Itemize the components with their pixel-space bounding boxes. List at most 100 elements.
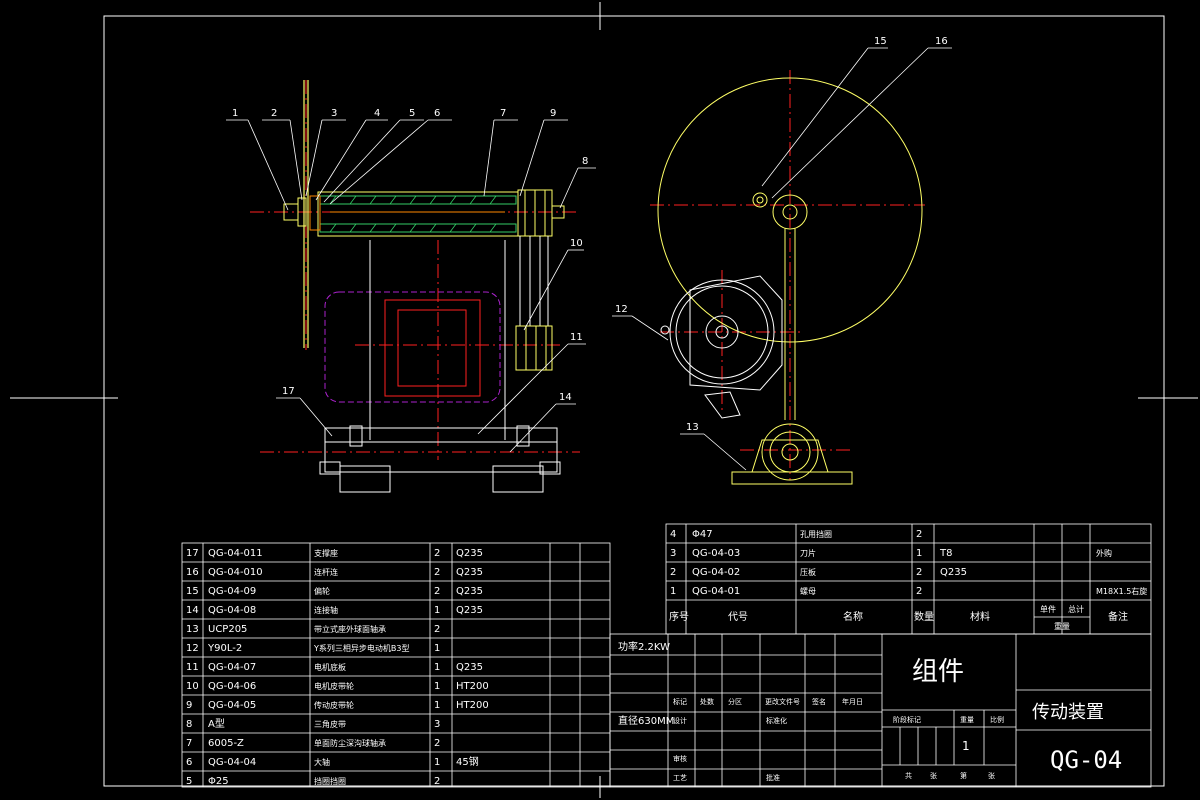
bom-left-qty: 1 [434, 662, 440, 673]
bom-left-mat: Q235 [456, 567, 483, 578]
bom-left-name: Y系列三相异步电动机B3型 [313, 643, 409, 653]
bom-left-no: 11 [186, 662, 199, 673]
bom-left-name: 支撑座 [314, 548, 338, 558]
base-frame [319, 425, 561, 493]
bom-left-code: QG-04-010 [208, 567, 263, 578]
bom-left-qty: 2 [434, 548, 440, 559]
lbl-sheet-no: 第 [960, 771, 967, 780]
shaft-housing [317, 191, 519, 237]
hdr-weight: 重量 [1054, 621, 1070, 631]
bom-left-code: Y90L-2 [207, 643, 242, 654]
lbl-sheet-unit2: 张 [988, 771, 995, 780]
remark-diameter: 直径630MM [618, 714, 674, 727]
drawing-title: 传动装置 [1032, 702, 1104, 723]
bom-left-mat: Q235 [456, 548, 483, 559]
leader-lines [226, 47, 952, 471]
balloon-16: 16 [935, 36, 948, 47]
bom-left-no: 16 [186, 567, 199, 578]
bom-left-no: 15 [186, 586, 199, 597]
bom-left-qty: 1 [434, 643, 440, 654]
eccentric-wheel [752, 192, 808, 420]
lbl-count: 处数 [700, 697, 714, 706]
bom-left-code: QG-04-09 [208, 586, 256, 597]
balloon-4: 4 [374, 108, 380, 119]
bom-left-no: 14 [186, 605, 199, 616]
bom-left-mat: HT200 [456, 681, 489, 692]
balloon-9: 9 [550, 108, 556, 119]
v-belt [519, 236, 549, 326]
bom-left-qty: 2 [434, 624, 440, 635]
bom-left-qty: 1 [434, 700, 440, 711]
balloon-10: 10 [570, 238, 583, 249]
side-motor [660, 275, 783, 419]
bom-right-mat: Q235 [940, 567, 967, 578]
hdr-code: 代号 [728, 611, 748, 623]
bom-left-qty: 2 [434, 776, 440, 787]
bom-right-qty: 2 [916, 567, 922, 578]
bom-left-no: 9 [186, 700, 192, 711]
bom-left-grid [181, 542, 611, 788]
bom-left-mat: Q235 [456, 605, 483, 616]
balloon-6: 6 [434, 108, 440, 119]
bom-right-name: 刀片 [800, 548, 816, 558]
lbl-approve: 批准 [766, 773, 780, 782]
bom-left-qty: 1 [434, 605, 440, 616]
bom-right-code: QG-04-02 [692, 567, 740, 578]
lbl-sheet-unit: 张 [930, 771, 937, 780]
balloon-7: 7 [500, 108, 506, 119]
bom-left-no: 12 [186, 643, 199, 654]
balloon-2: 2 [271, 108, 277, 119]
bom-left-name: 偏轮 [314, 586, 330, 596]
balloon-1: 1 [232, 108, 238, 119]
hdr-note: 备注 [1108, 610, 1128, 623]
hdr-qty: 数量 [914, 610, 934, 623]
sheet-frame [10, 2, 1198, 798]
motor-body [324, 240, 506, 440]
bom-left-no: 6 [186, 757, 192, 768]
housing-hatching [329, 195, 497, 233]
balloon-17: 17 [282, 386, 295, 397]
bom-right-no: 1 [670, 586, 676, 597]
bom-left-name: 电机底板 [314, 662, 346, 672]
bom-left-name: 带立式座外球面轴承 [314, 624, 386, 634]
bom-left-name: 三角皮带 [314, 719, 346, 729]
bom-right-mat: T8 [939, 548, 952, 559]
bom-left-no: 17 [186, 548, 199, 559]
bom-left-qty: 2 [434, 567, 440, 578]
balloon-13: 13 [686, 422, 699, 433]
bearing-seat [731, 423, 853, 485]
bom-right-no: 4 [670, 529, 676, 540]
lbl-date: 年月日 [842, 697, 863, 706]
bom-right-grid [665, 523, 1152, 635]
bom-right-code: QG-04-03 [692, 548, 740, 559]
lbl-change: 更改文件号 [765, 697, 800, 706]
balloon-14: 14 [559, 392, 572, 403]
lbl-weight: 重量 [960, 716, 974, 724]
bom-left-code: QG-04-06 [208, 681, 256, 692]
bom-left-code: UCP205 [208, 624, 247, 635]
bom-left-name: 传动皮带轮 [314, 700, 354, 710]
hdr-no: 序号 [669, 610, 689, 623]
bom-left-code: QG-04-04 [208, 757, 256, 768]
bom-right-code: Φ47 [692, 529, 713, 540]
bom-left-qty: 2 [434, 586, 440, 597]
bom-left-code: QG-04-05 [208, 700, 256, 711]
bom-right-name: 压板 [800, 567, 816, 577]
title-block-text: 功率2.2KW 直径630MM 组件 传动装置 QG-04 1 [618, 640, 1122, 774]
lbl-total-sheets: 共 [905, 771, 912, 780]
bom-right-name: 螺母 [800, 586, 816, 596]
balloon-11: 11 [570, 332, 583, 343]
bom-right-no: 2 [670, 567, 676, 578]
lbl-standard: 标准化 [766, 716, 787, 725]
hdr-total: 总计 [1068, 604, 1084, 614]
bom-left-qty: 1 [434, 681, 440, 692]
bom-left-code: QG-04-011 [208, 548, 263, 559]
bom-left-code: QG-04-08 [208, 605, 256, 616]
drive-pulley [517, 189, 565, 237]
hdr-mat: 材料 [970, 610, 990, 623]
bom-left-code: A型 [208, 717, 225, 730]
bom-left-name: 电机皮带轮 [314, 681, 354, 691]
bom-left-name: 大轴 [314, 757, 330, 767]
